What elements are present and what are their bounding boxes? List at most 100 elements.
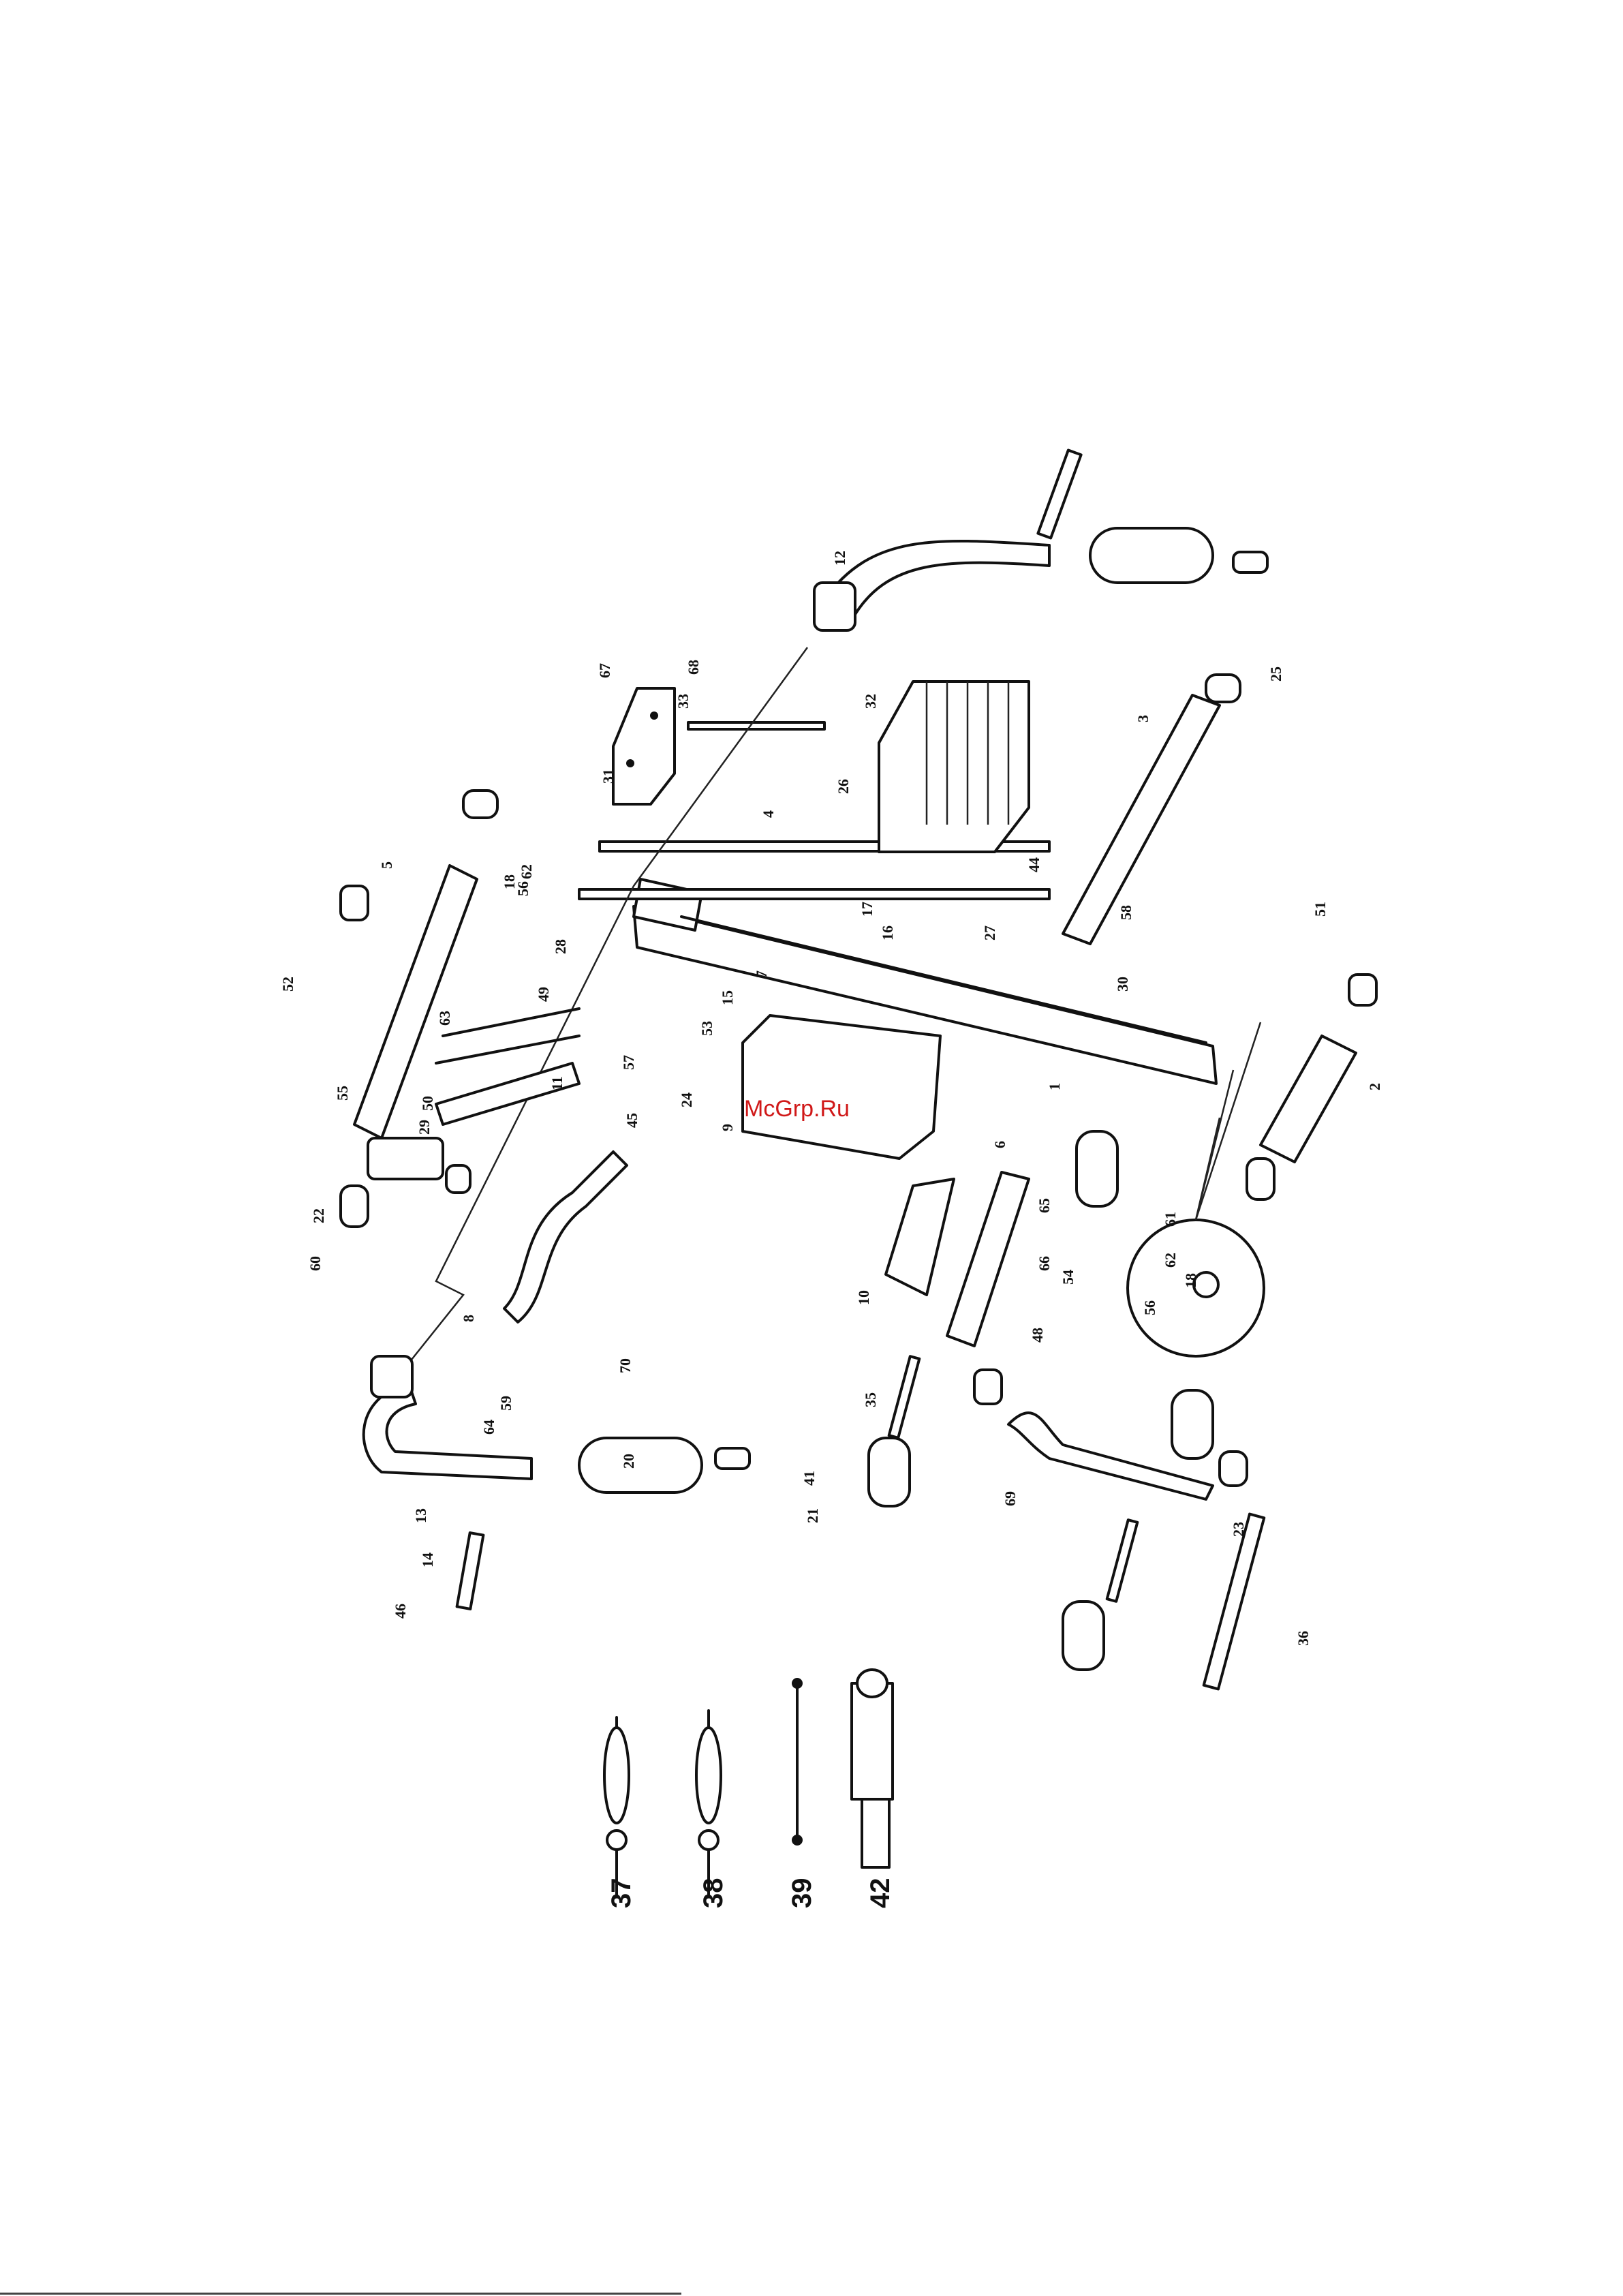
callout-label: 5 — [378, 861, 395, 869]
accessory-strap-42: 42 — [852, 1670, 895, 1908]
callout-label: 63 — [436, 1011, 453, 1026]
end-cap — [463, 791, 497, 818]
callout-label: 56 — [514, 881, 531, 896]
callout-label: 61 — [1162, 1212, 1179, 1227]
left-frame — [354, 866, 579, 1179]
watermark: McGrp.Ru — [744, 1096, 850, 1122]
callout-label: 31 — [600, 769, 617, 784]
callout-label: 7 — [753, 970, 770, 978]
callout-label: 16 — [879, 925, 896, 940]
callout-label: 11 — [548, 1076, 566, 1090]
callout-label: 12 — [831, 551, 848, 566]
callout-label: 2 — [1366, 1083, 1383, 1090]
end-cap — [341, 1186, 368, 1227]
callout-label: 60 — [307, 1256, 324, 1271]
callout-label: 1 — [1046, 1083, 1063, 1090]
roller-pad — [1172, 1390, 1213, 1458]
callout-label: 64 — [480, 1420, 497, 1435]
assembly-line — [409, 647, 807, 1363]
callout-label: 17 — [859, 902, 876, 917]
callout-label: 23 — [1230, 1522, 1247, 1537]
callout-label: 68 — [685, 660, 702, 675]
end-cap — [1349, 975, 1376, 1005]
end-cap — [341, 886, 368, 920]
callout-label: 29 — [416, 1120, 433, 1135]
callout-label: 24 — [678, 1092, 695, 1107]
callout-label: 22 — [310, 1208, 327, 1223]
callout-label: 62 — [518, 864, 535, 879]
selector-rod — [688, 722, 824, 729]
roller-pad — [1077, 1131, 1117, 1206]
lower-arm-tube — [364, 1356, 749, 1493]
accessory-label: 42 — [865, 1878, 895, 1909]
footer-rule — [0, 2293, 681, 2295]
callout-label: 9 — [719, 1124, 736, 1131]
foam-bar — [457, 1533, 484, 1609]
callout-label: 49 — [535, 987, 552, 1002]
callout-label: 41 — [801, 1471, 818, 1486]
callout-label: 62 — [1162, 1253, 1179, 1268]
end-cap — [446, 1165, 470, 1193]
callout-label: 10 — [855, 1290, 872, 1305]
callout-label: 56 — [1141, 1300, 1158, 1315]
callout-label: 15 — [719, 990, 736, 1005]
upper-arm-tube — [814, 450, 1267, 630]
callout-label: 32 — [862, 694, 879, 709]
weight-stack — [879, 682, 1029, 852]
callout-label: 69 — [1002, 1491, 1019, 1506]
end-cap — [1247, 1159, 1274, 1199]
callout-label: 4 — [760, 810, 777, 818]
callout-label: 25 — [1267, 667, 1284, 682]
accessory-cable-39: 39 — [787, 1678, 817, 1908]
callout-label: 57 — [620, 1055, 637, 1070]
callout-label: 70 — [617, 1358, 634, 1373]
accessory-label: 37 — [606, 1878, 636, 1909]
callout-label: 14 — [419, 1552, 436, 1567]
callout-label: 20 — [620, 1454, 637, 1469]
seat-pad — [886, 1179, 954, 1295]
callout-label: 53 — [698, 1021, 715, 1036]
callout-label: 52 — [279, 977, 296, 992]
axle-rod — [889, 1356, 920, 1438]
accessory-cable-37: 37 — [604, 1717, 636, 1908]
callout-label: 66 — [1036, 1256, 1053, 1271]
callout-label: 55 — [334, 1086, 351, 1101]
leg-extension-bar — [504, 1152, 627, 1322]
callout-label: 65 — [1036, 1198, 1053, 1213]
axle-rod — [1107, 1520, 1138, 1602]
callout-label: 28 — [552, 939, 569, 954]
end-cap — [974, 1370, 1002, 1404]
end-cap — [1220, 1452, 1247, 1486]
callout-label: 26 — [835, 779, 852, 794]
callout-label: 21 — [804, 1508, 821, 1523]
callout-label: 67 — [596, 663, 613, 678]
rear-base-rail — [1063, 695, 1220, 944]
roller-pad — [1063, 1602, 1104, 1670]
back-pad — [743, 1015, 940, 1159]
callout-label: 8 — [460, 1315, 477, 1322]
callout-label: 6 — [991, 1141, 1008, 1148]
callout-label: 13 — [412, 1508, 429, 1523]
callout-label: 59 — [497, 1396, 514, 1411]
callout-label: 46 — [392, 1604, 409, 1619]
seat-bracket — [947, 1172, 1029, 1346]
callout-label: 35 — [862, 1392, 879, 1407]
callout-label: 54 — [1060, 1270, 1077, 1285]
callout-label: 36 — [1295, 1631, 1312, 1646]
handle-bar — [1204, 1514, 1265, 1689]
end-cap — [1206, 675, 1240, 702]
accessory-cable-38: 38 — [696, 1711, 728, 1908]
callout-label: 33 — [675, 694, 692, 709]
accessory-label: 38 — [698, 1878, 728, 1909]
callout-label: 58 — [1117, 905, 1134, 920]
front-base-rail — [1261, 1036, 1356, 1162]
callout-label: 45 — [623, 1113, 640, 1128]
callout-label: 44 — [1025, 857, 1042, 872]
accessory-label: 39 — [787, 1878, 817, 1909]
callout-label: 48 — [1029, 1328, 1046, 1343]
top-plate — [613, 688, 675, 804]
callout-label: 18 — [1182, 1273, 1199, 1288]
callout-label: 51 — [1312, 902, 1329, 917]
callout-label: 27 — [981, 925, 998, 940]
